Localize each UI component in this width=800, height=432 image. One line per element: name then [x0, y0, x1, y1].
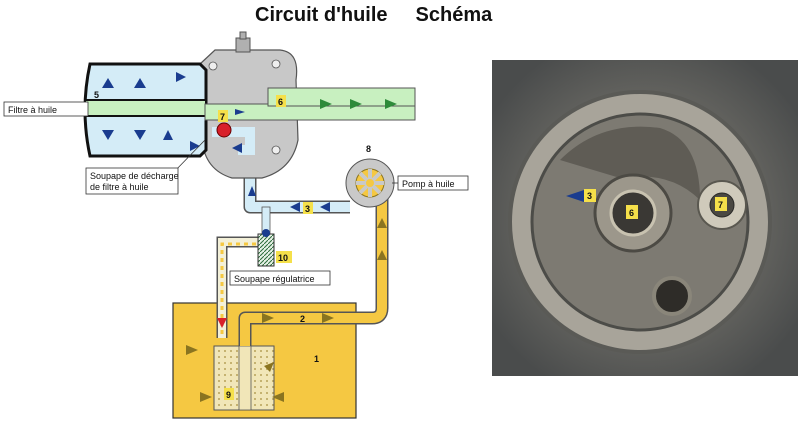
arrow-icon: [232, 143, 242, 153]
oil-filter-mount-photo: 3 6 7: [492, 60, 798, 376]
housing-hole-1: [208, 61, 218, 71]
arrow-icon: [248, 186, 256, 196]
arrow-icon: [200, 392, 212, 402]
arrow-icon: [102, 78, 114, 88]
title-main: Circuit d'huile: [255, 4, 388, 26]
photo-num-6: 6: [629, 208, 634, 218]
num-9: 9: [226, 390, 231, 400]
badge-7-bg: [218, 110, 228, 122]
bypass-label-line2: de filtre à huile: [90, 182, 149, 192]
housing-bolt: [235, 37, 251, 53]
arrow-icon: [235, 109, 245, 115]
arrow-icon: [290, 202, 300, 212]
regulator-label: Soupape régulatrice: [234, 274, 315, 284]
arrow-icon: [262, 313, 274, 323]
number-badges: 5 6 7 8 3 10 2 1 9: [94, 90, 371, 400]
regulator-valve-ball: [262, 229, 270, 237]
oil-pipe-yellow-fill: [240, 190, 387, 346]
bypass-label-box: [85, 167, 179, 195]
arrow-icon: [385, 99, 397, 109]
oil-filter-label: Filtre à huile: [8, 105, 57, 115]
arrow-icon: [217, 318, 227, 328]
photo-arrow-icon: [566, 190, 584, 202]
pump-label-box: [397, 175, 469, 191]
flow-arrows: [102, 72, 397, 402]
badge-9-bg: [224, 388, 234, 400]
arrow-icon: [190, 141, 200, 151]
arrow-icon: [163, 130, 173, 140]
arrow-icon: [102, 130, 114, 140]
num-7: 7: [220, 112, 225, 122]
photo-num-3: 3: [587, 191, 592, 201]
num-8: 8: [366, 144, 371, 154]
num-5: 5: [94, 90, 99, 100]
num-6: 6: [278, 97, 283, 107]
bypass-valve: [216, 122, 232, 138]
badge-6-bg: [276, 95, 286, 107]
photo-num-7: 7: [718, 200, 723, 210]
arrow-icon: [176, 72, 186, 82]
housing-hole-2: [271, 59, 281, 69]
arrow-icon: [320, 202, 330, 212]
arrow-icon: [186, 345, 198, 355]
photo-gallery: [560, 126, 700, 200]
photo-badge-3-bg: [584, 189, 596, 202]
badge-3-bg: [303, 202, 313, 214]
regulator-valve: [257, 233, 275, 267]
arrow-icon: [377, 250, 387, 260]
housing-bolt-top: [239, 31, 247, 40]
diagram-title: Circuit d'huile Schéma: [255, 4, 492, 27]
oil-filter-label-box: [3, 101, 89, 117]
oil-pump-hub: [366, 179, 374, 187]
arrow-icon: [264, 362, 274, 372]
oil-pipe-green-upper: [267, 87, 416, 107]
photo-badge-7-bg: [715, 197, 727, 211]
arrow-icon: [322, 313, 334, 323]
num-1: 1: [314, 354, 319, 364]
arrow-icon: [377, 218, 387, 228]
arrow-icon: [134, 130, 146, 140]
return-pipe-dashes: [220, 242, 258, 334]
badge-10-bg: [276, 251, 292, 263]
strainer-pickup: [238, 345, 252, 411]
pump-label: Pomp à huile: [402, 179, 455, 189]
regulator-label-box: [229, 270, 331, 286]
photo-badge-6-bg: [626, 205, 638, 219]
filter-center-tube: [86, 101, 205, 115]
arrow-icon: [134, 78, 146, 88]
num-2: 2: [300, 314, 305, 324]
num-10: 10: [278, 253, 288, 263]
bypass-label-line1: Soupape de décharge: [90, 171, 179, 181]
num-3: 3: [305, 204, 310, 214]
housing-hole-3: [271, 145, 281, 155]
arrow-icon: [272, 392, 284, 402]
title-sub: Schéma: [415, 4, 493, 26]
photo-lower-hole: [652, 276, 692, 316]
arrow-icon: [350, 99, 362, 109]
arrow-icon: [320, 99, 332, 109]
